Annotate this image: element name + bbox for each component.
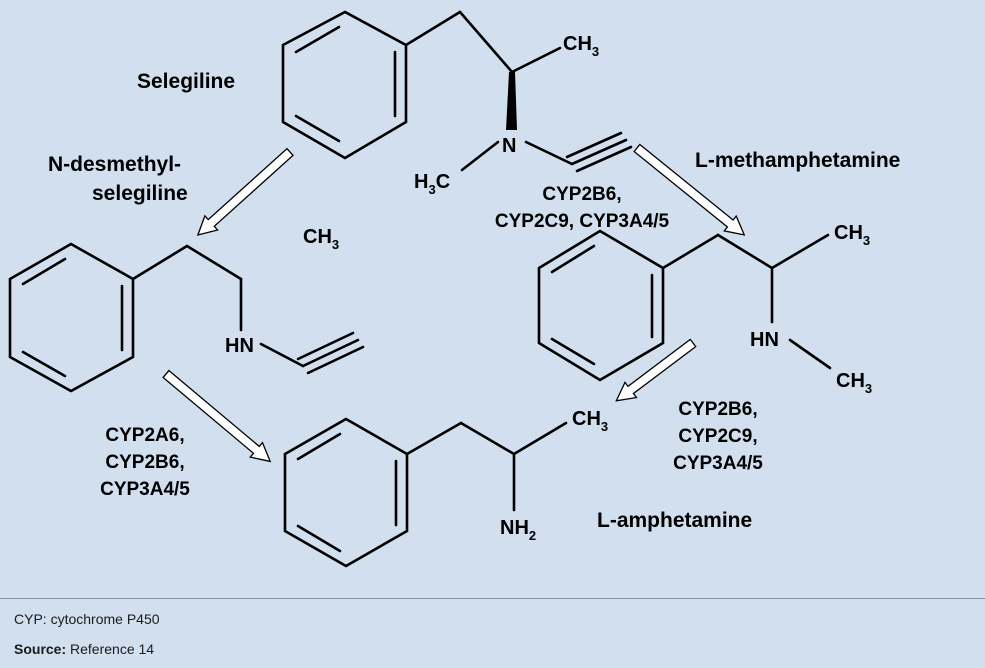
atom-ch3: CH3 <box>836 370 872 396</box>
bond <box>512 421 568 456</box>
l-amphetamine-structure: CH3 NH2 <box>283 408 608 568</box>
atom-ch3: CH3 <box>834 222 870 248</box>
figure-footer: CYP: cytochrome P450 Source: Reference 1… <box>0 598 985 668</box>
benzene-ring <box>537 229 665 382</box>
atom-ch3-stray: CH3 <box>303 226 339 252</box>
bond <box>524 140 574 166</box>
enzymes-right-line1: CYP2B6, <box>678 399 757 420</box>
wedge-bond <box>506 72 517 130</box>
footnote: CYP: cytochrome P450 <box>14 611 160 627</box>
bond <box>460 140 500 172</box>
selegiline-structure: CH3 N H3C <box>281 10 633 197</box>
label-l-amphetamine: L-amphetamine <box>597 509 752 532</box>
reaction-arrows <box>162 143 746 463</box>
atom-hn: HN <box>225 335 254 357</box>
triple-bond <box>565 131 623 159</box>
ring-inner-bond <box>550 244 596 274</box>
bond <box>661 233 720 270</box>
ring-inner-bond <box>294 114 341 143</box>
enzymes-left-line1: CYP2A6, <box>105 425 184 446</box>
enzymes-right-line2: CYP2C9, <box>678 426 757 447</box>
benzene-ring <box>283 417 409 568</box>
label-selegiline: Selegiline <box>137 70 235 93</box>
bond <box>458 10 514 74</box>
atom-hn: HN <box>750 329 779 351</box>
source-label: Source: <box>14 641 67 657</box>
triple-bond <box>306 345 365 375</box>
bond <box>259 342 305 368</box>
enzymes-left-line3: CYP3A4/5 <box>100 479 190 500</box>
atom-ch3: CH3 <box>572 408 608 434</box>
arrow-to-n-desmethylselegiline <box>196 147 294 236</box>
bond <box>404 10 462 47</box>
metabolism-diagram: CH3 N H3C Selegiline HN N-desmeth <box>8 10 900 568</box>
atom-nh2: NH2 <box>500 517 536 543</box>
bond <box>510 46 562 74</box>
atom-h3c: H3C <box>414 171 450 197</box>
benzene-ring <box>8 242 135 393</box>
ring-inner-bond <box>550 337 596 366</box>
bond <box>131 244 189 281</box>
arrow-to-l-methamphetamine <box>633 143 746 236</box>
triple-bond <box>301 338 360 368</box>
label-n-desmethyl-line1: N-desmethyl- <box>48 153 181 176</box>
ring-inner-bond <box>294 25 341 54</box>
bond <box>770 233 830 270</box>
source-line: Source: Reference 14 <box>14 641 154 657</box>
diagram-panel: CH3 N H3C Selegiline HN N-desmeth <box>0 0 985 598</box>
enzymes-top-line1: CYP2B6, <box>542 184 621 205</box>
bond <box>405 421 463 456</box>
triple-bond <box>570 138 628 166</box>
benzene-ring <box>281 10 408 160</box>
ring-inner-bond <box>21 257 67 286</box>
source-text: Reference 14 <box>70 641 155 657</box>
bond <box>185 244 243 281</box>
enzymes-top-line2: CYP2C9, CYP3A4/5 <box>495 211 670 232</box>
label-n-desmethyl-line2: selegiline <box>92 182 188 205</box>
enzymes-right-line3: CYP3A4/5 <box>673 453 763 474</box>
ring-inner-bond <box>21 350 67 378</box>
l-methamphetamine-structure: CH3 HN CH3 <box>537 222 872 396</box>
bond <box>716 233 774 270</box>
bond <box>459 421 516 456</box>
triple-bond <box>296 331 355 361</box>
arrow-to-l-amphetamine-right <box>615 338 697 402</box>
arrow-to-l-amphetamine-left <box>162 369 272 463</box>
atom-n: N <box>502 135 516 157</box>
n-desmethylselegiline-structure: HN <box>8 242 365 393</box>
ring-inner-bond <box>296 432 342 461</box>
label-l-methamphetamine: L-methamphetamine <box>695 149 900 172</box>
triple-bond <box>575 145 633 173</box>
bond <box>788 338 832 370</box>
enzymes-left-line2: CYP2B6, <box>105 452 184 473</box>
ring-inner-bond <box>296 524 342 553</box>
atom-ch3: CH3 <box>563 33 599 59</box>
